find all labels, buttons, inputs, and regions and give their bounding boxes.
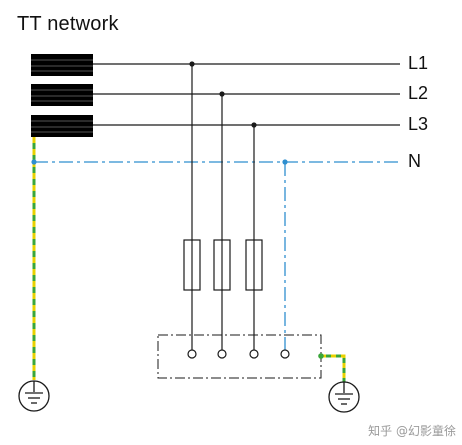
- terminal-l2: [217, 349, 227, 359]
- winding-l1: [31, 54, 93, 76]
- label-n: N: [408, 151, 421, 171]
- label-l2: L2: [408, 83, 429, 103]
- winding-l2: [31, 84, 93, 106]
- pe-terminal: [318, 353, 324, 359]
- label-l1: L1: [408, 53, 429, 73]
- consumer-earth-symbol: [328, 381, 360, 413]
- winding-l3: [31, 115, 93, 137]
- consumer-enclosure: [157, 334, 322, 379]
- label-l3: L3: [408, 114, 429, 134]
- transformer-windings: [31, 54, 93, 137]
- neutral-star-point: [31, 159, 37, 165]
- terminal-l1: [187, 349, 197, 359]
- source-earth-symbol: [18, 380, 50, 412]
- terminal-n: [280, 349, 290, 359]
- diagram-title: TT network: [17, 13, 119, 35]
- terminal-l3: [249, 349, 259, 359]
- consumer-earth-conductor: [321, 354, 346, 382]
- watermark: 知乎 @幻影童徐: [368, 424, 456, 438]
